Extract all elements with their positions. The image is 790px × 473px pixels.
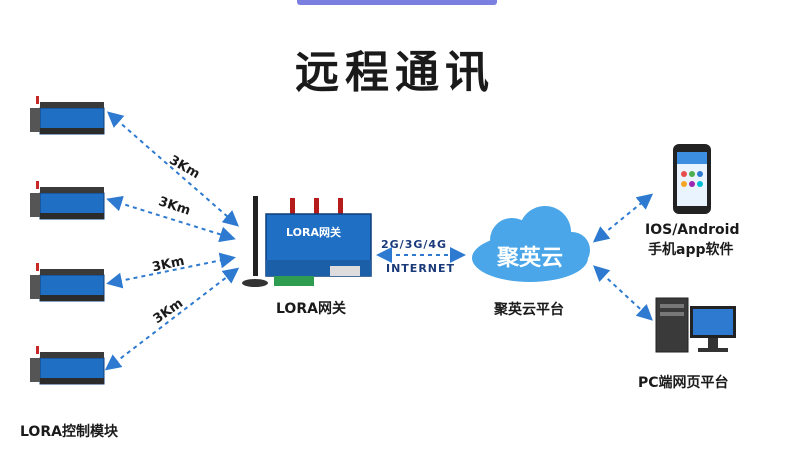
gateway-device-text: LORA网关	[286, 226, 341, 239]
pc-icon	[655, 297, 736, 353]
mobile-label-line2: 手机app软件	[648, 242, 734, 258]
cloud-mobile-link	[592, 193, 654, 243]
page-title: 远程通讯	[295, 47, 495, 98]
pc-platform-label: PC端网页平台	[638, 375, 729, 391]
smartphone-icon	[673, 144, 711, 214]
lora-link-2	[106, 195, 236, 243]
network-type-label: 2G/3G/4G	[381, 238, 448, 251]
lora-link-4	[104, 267, 240, 371]
cloud-platform-label: 聚英云平台	[494, 302, 564, 318]
control-module-1	[30, 96, 105, 135]
gateway-antenna	[242, 196, 268, 287]
control-module-4	[30, 346, 105, 385]
mobile-label-line1: IOS/Android	[645, 222, 740, 238]
cloud-icon	[472, 206, 590, 282]
control-modules-label: LORA控制模块	[20, 424, 118, 440]
control-module-3	[30, 263, 105, 302]
cloud-pc-link	[593, 265, 653, 321]
control-module-2	[30, 181, 105, 220]
gateway-label: LORA网关	[276, 301, 346, 317]
cloud-name: 聚英云	[497, 246, 564, 271]
lora-gateway-device	[265, 198, 372, 286]
top-accent-bar	[297, 0, 497, 5]
internet-label: INTERNET	[386, 262, 456, 275]
